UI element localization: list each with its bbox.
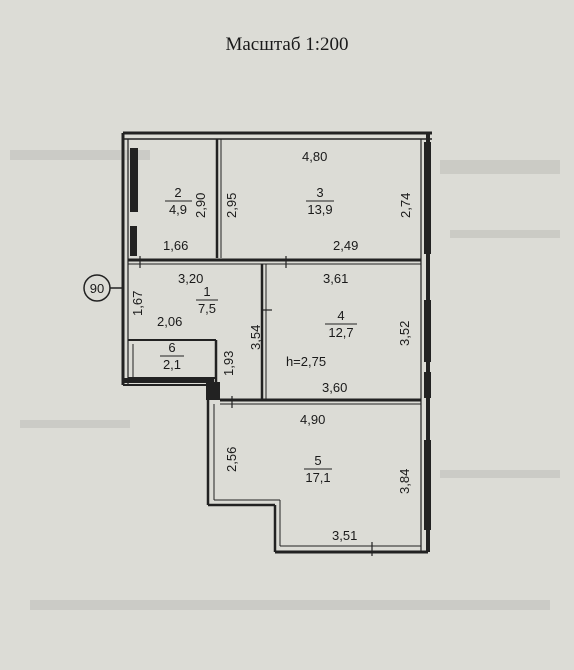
- room-4-number: 4: [337, 308, 344, 323]
- room-2-number: 2: [174, 185, 181, 200]
- room-5-area: 17,1: [305, 470, 330, 485]
- dim-2-95: 2,95: [224, 193, 239, 218]
- dim-2-90: 2,90: [193, 193, 208, 218]
- room-3-area: 13,9: [307, 202, 332, 217]
- room-6-area: 2,1: [163, 357, 181, 372]
- background-print: [10, 150, 560, 610]
- dim-4-90: 4,90: [300, 412, 325, 427]
- dim-3-60: 3,60: [322, 380, 347, 395]
- dim-2-56: 2,56: [224, 447, 239, 472]
- dim-2-49: 2,49: [333, 238, 358, 253]
- room-1-area: 7,5: [198, 301, 216, 316]
- dim-4-80: 4,80: [302, 149, 327, 164]
- room-4-area: 12,7: [328, 325, 353, 340]
- room-labels: 2 4,9 3 13,9 1 7,5 4 12,7 6 2,1 5 17,1 h…: [160, 185, 357, 485]
- room-3-number: 3: [316, 185, 323, 200]
- dim-3-51: 3,51: [332, 528, 357, 543]
- room-2-area: 4,9: [169, 202, 187, 217]
- dimension-labels: 4,80 1,66 2,49 3,20 3,61 2,06 3,60 4,90 …: [130, 149, 413, 543]
- dim-3-84: 3,84: [397, 469, 412, 494]
- scale-title: Масштаб 1:200: [225, 34, 349, 55]
- dim-3-61: 3,61: [323, 271, 348, 286]
- door-marks: [139, 256, 373, 556]
- ceiling-height-label: h=2,75: [286, 354, 326, 369]
- dim-3-52: 3,52: [397, 321, 412, 346]
- dim-1-93: 1,93: [221, 351, 236, 376]
- dim-3-54: 3,54: [248, 325, 263, 350]
- windows: [124, 142, 431, 530]
- room-6-number: 6: [168, 340, 175, 355]
- room-5-number: 5: [314, 453, 321, 468]
- dim-1-67: 1,67: [130, 291, 145, 316]
- dim-1-66: 1,66: [163, 238, 188, 253]
- orientation-marker: 90: [83, 274, 123, 302]
- dim-3-20: 3,20: [178, 271, 203, 286]
- dim-2-74: 2,74: [398, 193, 413, 218]
- marker-label: 90: [90, 281, 104, 296]
- room-1-number: 1: [203, 284, 210, 299]
- dim-2-06: 2,06: [157, 314, 182, 329]
